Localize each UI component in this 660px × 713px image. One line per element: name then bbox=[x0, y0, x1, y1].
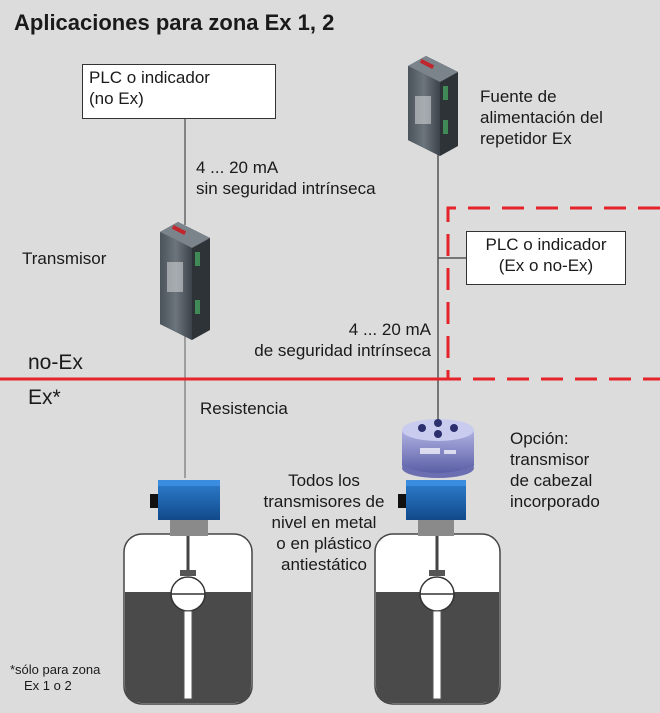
plc-ex-line2: (Ex o no-Ex) bbox=[498, 256, 594, 275]
all-transmitters-note: Todos los transmisores de nivel en metal… bbox=[262, 470, 386, 575]
footnote-line2: Ex 1 o 2 bbox=[24, 678, 72, 693]
ex-zone-dashed-border bbox=[446, 206, 660, 381]
power-supply-label: Fuente de alimentación del repetidor Ex bbox=[480, 86, 603, 149]
power-supply-module-icon bbox=[408, 56, 458, 156]
left-level-transmitter-head-icon bbox=[150, 480, 220, 536]
left-tank-icon bbox=[123, 533, 253, 705]
all-transmitters-line5: antiestático bbox=[281, 555, 367, 574]
signal-intrinsic-line1: 4 ... 20 mA bbox=[348, 320, 431, 339]
plc-indicator-non-ex-box: PLC o indicador (no Ex) bbox=[82, 64, 276, 119]
head-transmitter-option-icon bbox=[402, 419, 474, 478]
option-line3: de cabezal bbox=[510, 471, 593, 490]
right-tank-icon bbox=[374, 533, 501, 705]
option-line4: incorporado bbox=[510, 492, 600, 511]
zone-footnote: *sólo para zona Ex 1 o 2 bbox=[10, 662, 100, 694]
signal-non-intrinsic-line1: 4 ... 20 mA bbox=[196, 158, 279, 177]
signal-intrinsic-label: 4 ... 20 mA de seguridad intrínseca bbox=[225, 319, 431, 361]
power-supply-line2: alimentación del bbox=[480, 108, 603, 127]
transmitter-label: Transmisor bbox=[22, 249, 107, 268]
all-transmitters-line4: o en plástico bbox=[276, 534, 372, 553]
signal-non-intrinsic-line2: sin seguridad intrínseca bbox=[196, 179, 376, 198]
signal-non-intrinsic-label: 4 ... 20 mA sin seguridad intrínseca bbox=[196, 157, 376, 199]
footnote-line1: *sólo para zona bbox=[10, 662, 101, 677]
signal-intrinsic-line2: de seguridad intrínseca bbox=[254, 341, 431, 360]
option-label: Opción: transmisor de cabezal incorporad… bbox=[510, 428, 600, 512]
zone-non-ex-label: no-Ex bbox=[28, 351, 83, 374]
power-supply-line3: repetidor Ex bbox=[480, 129, 572, 148]
all-transmitters-line2: transmisores de bbox=[263, 492, 385, 511]
plc-non-ex-line1: PLC o indicador bbox=[89, 68, 210, 87]
plc-non-ex-line2: (no Ex) bbox=[89, 89, 144, 108]
all-transmitters-line1: Todos los bbox=[288, 471, 360, 490]
option-line1: Opción: bbox=[510, 429, 569, 448]
all-transmitters-line3: nivel en metal bbox=[271, 513, 377, 532]
resistance-label: Resistencia bbox=[200, 399, 288, 418]
diagram-title: Aplicaciones para zona Ex 1, 2 bbox=[14, 10, 335, 35]
power-supply-line1: Fuente de bbox=[480, 87, 557, 106]
zone-ex-label: Ex* bbox=[28, 386, 61, 409]
right-level-transmitter-head-icon bbox=[398, 480, 466, 536]
plc-ex-line1: PLC o indicador bbox=[485, 235, 607, 254]
option-line2: transmisor bbox=[510, 450, 590, 469]
plc-indicator-ex-box: PLC o indicador (Ex o no-Ex) bbox=[466, 231, 626, 285]
transmitter-module-icon bbox=[160, 222, 210, 340]
